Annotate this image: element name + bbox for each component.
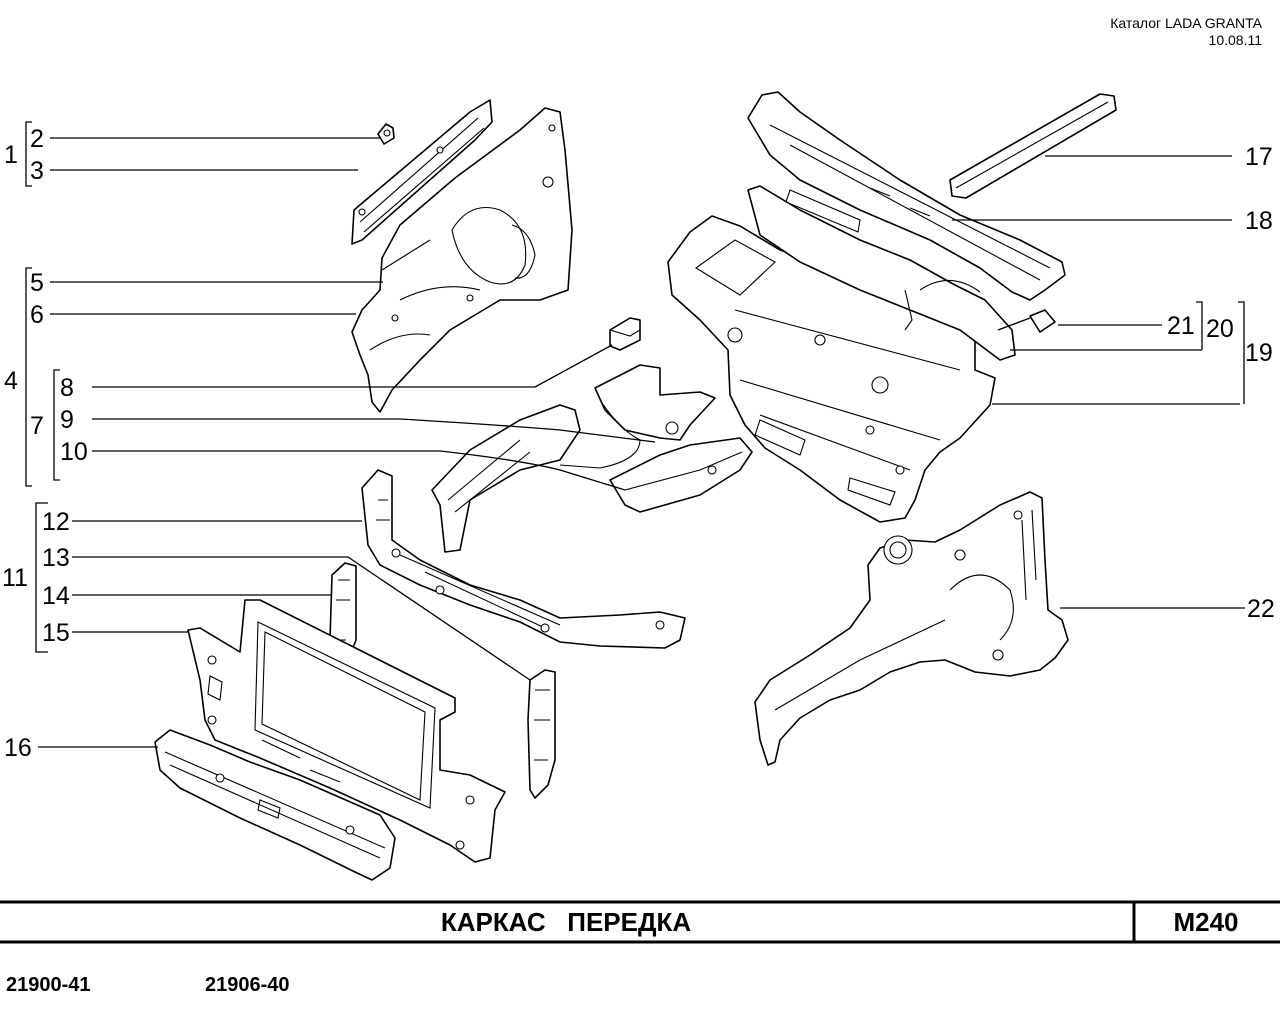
model-code-2: 21906-40 [205,974,290,996]
part-12-upper-crossmember [361,469,686,649]
callout-18: 18 [1245,207,1273,235]
leader-lines [38,137,1245,748]
part-9-10-inner-member [431,364,753,553]
callout-7: 7 [30,412,44,440]
part-17-seal-strip [949,93,1117,199]
part-16-lower-crossmember [154,729,396,881]
part-22-right-wheel-arch [754,491,1069,766]
part-3-upper-rail [351,99,493,245]
part-21-clip [1029,309,1056,333]
callout-15: 15 [42,619,70,647]
part-8-bracket [609,317,641,351]
callout-22: 22 [1247,595,1275,623]
part-2-bracket [377,123,395,145]
callout-14: 14 [42,582,70,610]
callout-1: 1 [4,141,18,169]
part-19-dash-panel [667,215,996,523]
callout-21: 21 [1167,312,1195,340]
group-brackets [25,121,1245,653]
callout-13: 13 [42,544,70,572]
callout-20: 20 [1206,315,1234,343]
page-title: КАРКАС ПЕРЕДКА [441,907,692,937]
part-18-cowl-panel [747,91,1066,361]
part-5-6-wheel-arch [351,107,573,413]
callout-11: 11 [2,564,28,592]
callout-12: 12 [42,508,70,536]
callout-3: 3 [30,157,44,185]
callout-19: 19 [1245,339,1273,367]
callout-8: 8 [60,374,74,402]
callout-16: 16 [4,734,32,762]
callout-5: 5 [30,269,44,297]
part-15-radiator-frame [187,599,506,863]
callout-17: 17 [1245,143,1273,171]
callout-10: 10 [60,438,88,466]
page-code: M240 [1173,907,1238,937]
callout-numbers: 1 2 3 4 5 6 7 8 9 10 11 12 13 14 15 16 1… [2,125,1275,762]
callout-9: 9 [60,406,74,434]
callout-4: 4 [4,367,18,395]
title-bar: КАРКАС ПЕРЕДКА M240 [0,900,1280,944]
part-13-post-right [527,669,556,799]
catalog-date: 10.08.11 [1209,32,1263,48]
callout-6: 6 [30,301,44,329]
callout-2: 2 [30,125,44,153]
catalog-name: Каталог LADA GRANTA [1110,15,1262,31]
model-code-1: 21900-41 [6,974,91,996]
